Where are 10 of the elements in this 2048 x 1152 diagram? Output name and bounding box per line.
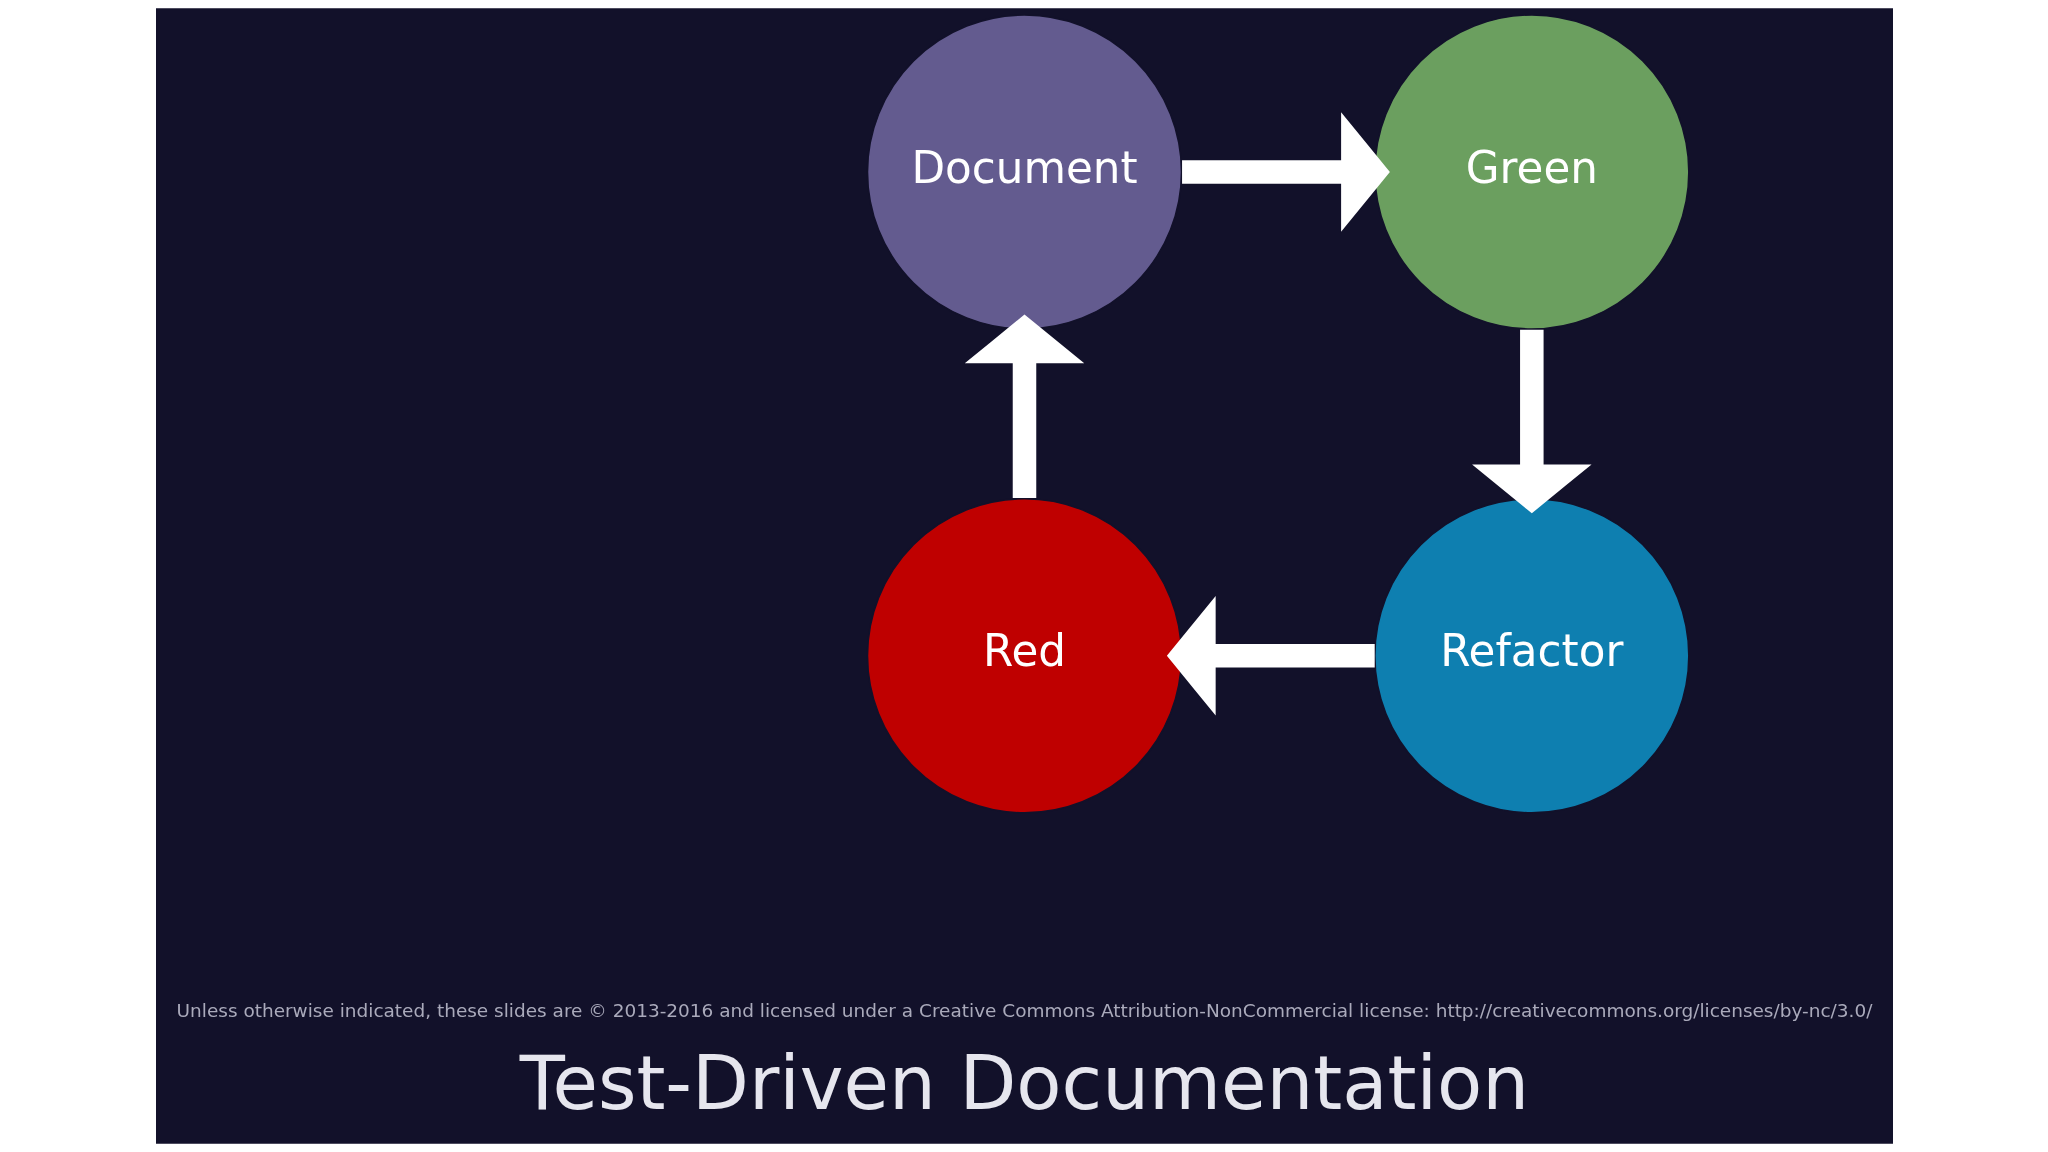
arrow bbox=[964, 314, 1084, 499]
node-circle: Document bbox=[866, 14, 1182, 330]
arrow bbox=[1166, 596, 1375, 716]
arrow bbox=[1471, 329, 1592, 514]
node-circle: Refactor bbox=[1373, 497, 1690, 814]
node-circle: Red bbox=[866, 497, 1182, 814]
label: Unless otherwise indicated, these slides are © 2013-2016 and licensed under a Creative Commons Attribution-NonCommercial license: http://creativecommons.org/licenses/by-nc/3.0/ bbox=[176, 1000, 1872, 1022]
diagram-title: Test-Driven Documentation bbox=[519, 1039, 1529, 1126]
node-circle: Green bbox=[1373, 14, 1690, 330]
arrow bbox=[1181, 112, 1390, 232]
